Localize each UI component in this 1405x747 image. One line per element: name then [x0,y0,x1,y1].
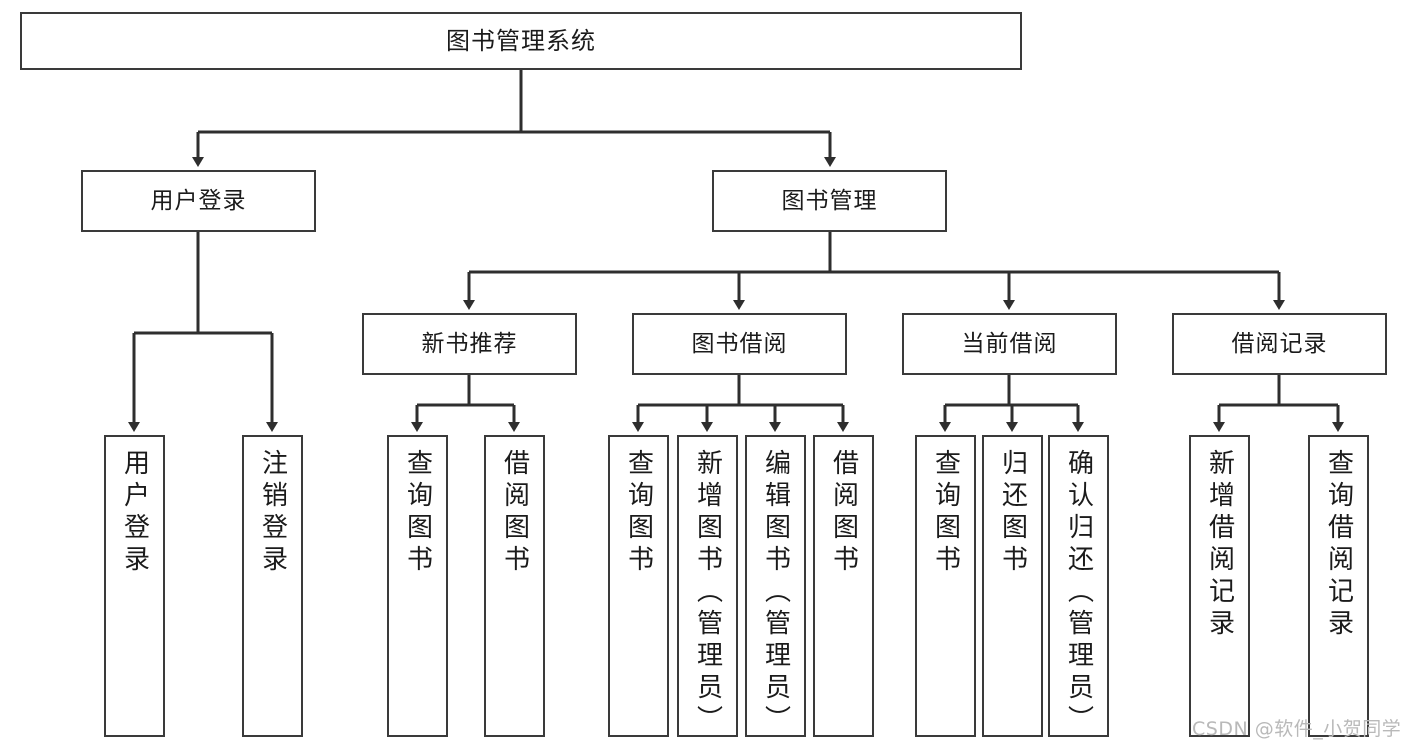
leaf-label: 新增图书（管理员） [692,449,723,737]
leaf-label: 查询图书 [930,449,961,577]
leaf-label: 编辑图书（管理员） [760,449,791,737]
leaf-query-borrow-record[interactable]: 查询借阅记录 [1308,435,1369,737]
node-label: 借阅记录 [1231,330,1328,357]
leaf-label: 注销登录 [257,449,288,577]
leaf-return-book[interactable]: 归还图书 [982,435,1043,737]
leaf-add-book-admin[interactable]: 新增图书（管理员） [677,435,738,737]
node-label: 新书推荐 [421,330,518,357]
csdn-watermark: CSDN @软件_小贺同学 [1192,718,1402,740]
node-label: 当前借阅 [961,330,1058,357]
leaf-label: 借阅图书 [499,449,530,577]
node-new-book-recommend[interactable]: 新书推荐 [362,313,577,375]
leaf-query-book-borrow[interactable]: 查询图书 [608,435,669,737]
leaf-query-book-newbooks[interactable]: 查询图书 [387,435,448,737]
leaf-label: 查询借阅记录 [1323,449,1354,641]
node-borrow-records[interactable]: 借阅记录 [1172,313,1387,375]
leaf-label: 借阅图书 [828,449,859,577]
leaf-query-book-current[interactable]: 查询图书 [915,435,976,737]
node-current-borrow[interactable]: 当前借阅 [902,313,1117,375]
node-book-management[interactable]: 图书管理 [712,170,947,232]
leaf-label: 查询图书 [623,449,654,577]
leaf-borrow-book-newbooks[interactable]: 借阅图书 [484,435,545,737]
leaf-label: 确认归还（管理员） [1063,449,1094,737]
node-user-login[interactable]: 用户登录 [81,170,316,232]
node-book-borrow[interactable]: 图书借阅 [632,313,847,375]
node-root-system[interactable]: 图书管理系统 [20,12,1022,70]
node-label: 图书管理 [781,187,878,214]
leaf-add-borrow-record[interactable]: 新增借阅记录 [1189,435,1250,737]
leaf-label: 用户登录 [119,449,150,577]
leaf-logout[interactable]: 注销登录 [242,435,303,737]
leaf-confirm-return-admin[interactable]: 确认归还（管理员） [1048,435,1109,737]
leaf-borrow-book[interactable]: 借阅图书 [813,435,874,737]
node-label: 用户登录 [150,187,247,214]
leaf-user-login[interactable]: 用户登录 [104,435,165,737]
leaf-label: 查询图书 [402,449,433,577]
leaf-label: 新增借阅记录 [1204,449,1235,641]
node-label: 图书借阅 [691,330,788,357]
node-label: 图书管理系统 [446,27,596,55]
leaf-label: 归还图书 [997,449,1028,577]
leaf-edit-book-admin[interactable]: 编辑图书（管理员） [745,435,806,737]
